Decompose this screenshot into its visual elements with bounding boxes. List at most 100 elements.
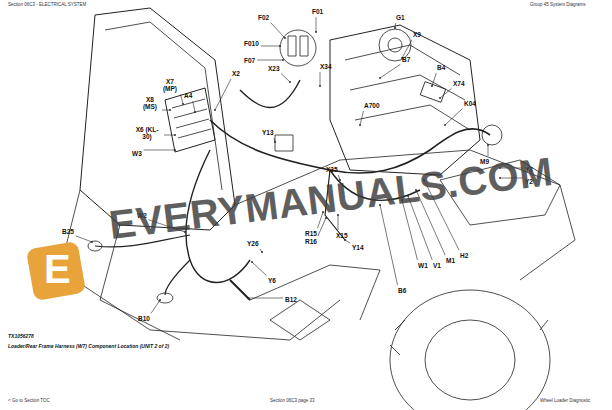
figure-number: TX1056278 <box>8 334 34 340</box>
leader-line <box>320 72 321 86</box>
leader-line <box>274 138 276 142</box>
leader-dot <box>214 109 216 111</box>
callout-label: F02 <box>258 14 269 21</box>
leader-line <box>380 205 398 285</box>
callout-label: B12 <box>285 296 297 303</box>
leader-line <box>164 135 175 136</box>
leader-dot <box>289 81 291 83</box>
callout-label: B10 <box>138 315 150 322</box>
leader-dot <box>359 124 361 126</box>
callout-label: X74 <box>453 80 465 87</box>
figure-caption: Loader/Rear Frame Harness (W7) Component… <box>8 344 169 350</box>
leader-line <box>257 60 283 61</box>
sensor <box>230 280 250 300</box>
leader-line <box>162 110 170 111</box>
leader-dot <box>279 45 281 47</box>
leader-dot <box>182 103 184 105</box>
leader-line <box>395 23 397 28</box>
rim <box>425 320 515 400</box>
fuse-rows <box>172 99 211 138</box>
callout-label: K04 <box>464 100 476 107</box>
page-footer: Section 06C3 page 33 <box>270 399 315 404</box>
leader-dot <box>194 111 196 113</box>
page-header: Group 45 System Diagrams <box>530 3 586 8</box>
callout-label: A700 <box>364 102 380 109</box>
leader-dot <box>315 31 317 33</box>
fuse-holder-detail <box>280 30 316 66</box>
callout-label: X6 (KL-30) <box>132 126 162 140</box>
callout-label: X7 (MP) <box>160 78 180 92</box>
callout-label: B4 <box>437 64 445 71</box>
fuse <box>288 36 296 56</box>
leader-dot <box>251 261 253 263</box>
alternator-pulley <box>388 38 402 52</box>
engine-block <box>330 25 480 175</box>
callout-label: X23 <box>268 65 280 72</box>
page-header: Section 06C3 - ELECTRICAL SYSTEM <box>8 3 86 8</box>
sensor-disc <box>157 293 173 303</box>
leader-line <box>360 111 364 125</box>
leader-dot <box>261 251 263 253</box>
leader-dot <box>247 297 249 299</box>
connector <box>88 241 102 251</box>
fuse-panel <box>165 88 215 152</box>
callout-label: X8 (MS) <box>140 96 160 110</box>
leader-line <box>76 236 92 242</box>
callout-label: W3 <box>132 150 142 157</box>
callout-label: F01 <box>312 8 323 15</box>
leader-line <box>440 88 451 98</box>
callout-label: X15 <box>336 232 348 239</box>
leader-line <box>260 249 262 252</box>
tread <box>390 320 548 355</box>
callout-label: Y13 <box>262 129 274 136</box>
callout-label: B6 <box>398 287 406 294</box>
callout-label: X9 <box>413 31 421 38</box>
page-footer: < Go to Section TOC <box>8 399 50 404</box>
callout-label: H2 <box>460 252 468 259</box>
leader-line <box>151 300 160 313</box>
motor <box>482 125 502 145</box>
leader-dot <box>284 37 286 39</box>
page-footer: Wheel Loader Diagnostic <box>540 399 590 404</box>
leader-line <box>345 240 350 243</box>
callout-label: Y6 <box>268 277 276 284</box>
leader-line <box>488 145 489 156</box>
leader-line <box>271 23 285 38</box>
leader-line <box>252 262 267 276</box>
leader-line <box>432 73 436 86</box>
leader-dot <box>394 27 396 29</box>
callout-label: R16 <box>305 238 317 245</box>
engine-detail <box>345 45 470 130</box>
callout-label: M1 <box>446 257 455 264</box>
callout-label: X2 <box>232 70 240 77</box>
harness <box>165 260 190 295</box>
leader-line <box>402 40 412 58</box>
logo-letter: E <box>44 247 71 291</box>
callout-label: R15 <box>305 230 317 237</box>
callout-label: A4 <box>184 92 192 99</box>
callout-label: V1 <box>433 262 441 269</box>
leader-dot <box>159 299 161 301</box>
frame-plate <box>250 265 380 320</box>
cab-window <box>105 22 222 190</box>
fuse <box>300 36 308 56</box>
callout-label: W1 <box>418 262 428 269</box>
logo-badge <box>26 241 86 301</box>
leader-dot <box>174 134 176 136</box>
leader-line <box>380 64 400 78</box>
leader-line <box>281 74 290 82</box>
leader-dot <box>379 77 381 79</box>
callout-label: G1 <box>396 14 405 21</box>
leader-line <box>180 94 183 104</box>
leader-line <box>215 79 231 110</box>
leader-dot <box>282 59 284 61</box>
leader-dot <box>487 144 489 146</box>
harness <box>240 80 300 108</box>
callout-label: F07 <box>244 57 255 64</box>
callout-label: X35 <box>326 166 338 173</box>
solenoid <box>275 135 293 151</box>
leader-dot <box>174 149 176 151</box>
callout-label: B7 <box>402 56 410 63</box>
leader-line <box>316 17 317 32</box>
leader-dot <box>319 85 321 87</box>
